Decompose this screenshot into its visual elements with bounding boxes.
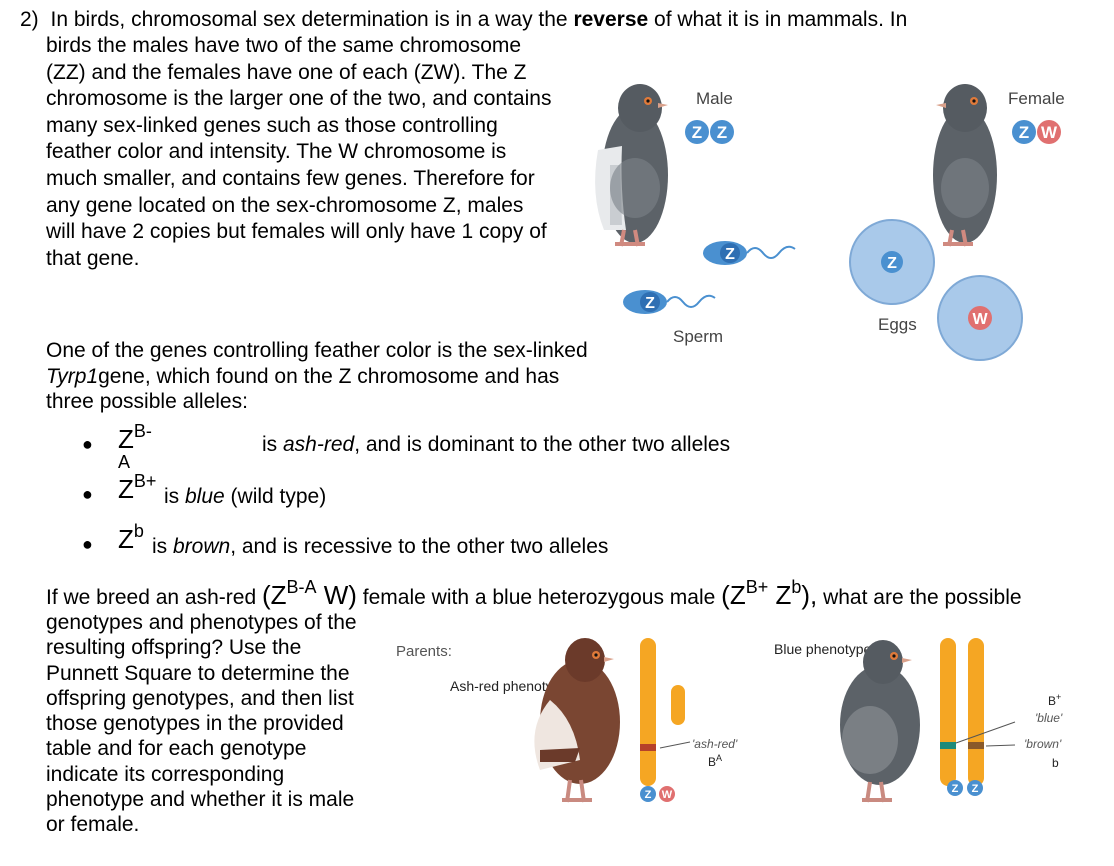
male-label: Male xyxy=(696,89,733,108)
eggs-label: Eggs xyxy=(878,315,917,334)
cross-pre: If we breed an ash-red xyxy=(46,586,262,609)
bullet-dot: ● xyxy=(82,534,93,554)
emphasis-reverse: reverse xyxy=(573,8,649,31)
allele-text: is xyxy=(262,433,283,456)
brown-band xyxy=(968,742,984,749)
ash-red-pigeon-icon xyxy=(534,638,620,803)
allele-phenotype: ash-red xyxy=(283,433,355,456)
brown-symbol: b xyxy=(1052,756,1059,770)
w-chromosome-bar xyxy=(671,685,685,725)
parents-label: Parents: xyxy=(396,643,452,660)
ash-red-band xyxy=(640,744,656,751)
gene-paragraph-post: gene, which found on the Z chromosome an… xyxy=(46,364,560,414)
cross-question-body: genotypes and phenotypes of the resultin… xyxy=(46,611,357,837)
b-plus-symbol: B+ xyxy=(1048,692,1061,708)
female-label: Female xyxy=(1008,89,1065,108)
allele-symbol: Z xyxy=(118,474,134,504)
z-chromosome-circle xyxy=(685,120,709,144)
allele-desc: , and is dominant to the other two allel… xyxy=(354,433,731,456)
egg-chrom-label: W xyxy=(972,311,988,328)
sperm-chrom-label: Z xyxy=(645,295,655,312)
cross-question-line: If we breed an ash-red (ZB-A W) female w… xyxy=(46,577,1022,611)
allele-superscript: B-A xyxy=(118,421,152,472)
gene-name: Tyrp1 xyxy=(46,364,99,388)
male-chrom-label: Z xyxy=(952,783,959,795)
allele-symbol: Z xyxy=(118,424,134,454)
cross-post: what are the possible xyxy=(817,586,1022,609)
bullet-dot: ● xyxy=(82,434,93,454)
female-genotype: (ZB-A W) xyxy=(261,577,357,610)
egg-chrom-label: Z xyxy=(887,255,897,272)
w-chromosome-circle xyxy=(1037,120,1061,144)
male-pigeon-icon xyxy=(595,84,668,247)
allele-desc: (wild type) xyxy=(224,485,327,508)
allele-pointer xyxy=(955,721,1016,744)
ash-red-allele-label: 'ash-red' xyxy=(692,737,738,751)
allele-symbol: Z xyxy=(118,524,134,554)
gene-paragraph: One of the genes controlling feather col… xyxy=(46,338,606,415)
bullet-dot: ● xyxy=(82,484,93,504)
question-first-line: 2) In birds, chromosomal sex determinati… xyxy=(20,7,907,33)
z-chromosome-circle xyxy=(967,780,983,796)
blue-pigeon-icon xyxy=(840,640,920,803)
allele-phenotype: blue xyxy=(185,485,225,508)
allele-desc: , and is recessive to the other two alle… xyxy=(230,535,609,558)
question-number: 2) xyxy=(20,8,39,31)
question-line1-pre: In birds, chromosomal sex determination … xyxy=(50,8,574,31)
z-chromosome-circle xyxy=(710,120,734,144)
question-line1-post: of what it is in mammals. In xyxy=(648,8,908,31)
allele-pointer xyxy=(659,741,691,749)
z-chromosome-bar xyxy=(968,638,984,786)
ash-red-allele-symbol: BA xyxy=(708,753,722,769)
w-chromosome-circle xyxy=(968,306,992,330)
sperm-label: Sperm xyxy=(673,327,723,346)
blue-band xyxy=(940,742,956,749)
male-chrom-label: Z xyxy=(717,123,727,142)
z-chromosome-circle xyxy=(640,786,656,802)
female-pigeon-icon xyxy=(933,84,997,247)
z-chromosome-circle xyxy=(1012,120,1036,144)
ash-red-phenotype-label: Ash-red phenotype xyxy=(450,678,569,694)
cross-mid: female with a blue heterozygous male xyxy=(356,586,722,609)
sperm-icon xyxy=(623,290,716,314)
blue-phenotype-label: Blue phenotype xyxy=(774,641,872,657)
female-chrom-label: W xyxy=(662,789,673,801)
w-chromosome-circle xyxy=(659,786,675,802)
blue-allele-label: 'blue' xyxy=(1035,711,1063,725)
allele-text: is xyxy=(152,535,173,558)
male-chrom-label: Z xyxy=(692,123,702,142)
allele-text: is xyxy=(164,485,185,508)
allele-phenotype: brown xyxy=(173,535,231,558)
female-chrom-label: Z xyxy=(1019,123,1029,142)
allele-superscript: b xyxy=(133,521,144,541)
sperm-icon xyxy=(703,241,796,265)
female-chrom-label: W xyxy=(1041,123,1058,142)
z-chromosome-circle xyxy=(881,251,903,273)
brown-allele-label: 'brown' xyxy=(1024,737,1062,751)
z-chromosome-bar xyxy=(640,638,656,786)
allele-pointer xyxy=(985,744,1016,747)
gene-paragraph-pre: One of the genes controlling feather col… xyxy=(46,339,588,362)
female-chrom-label: Z xyxy=(645,789,652,801)
allele-superscript: B+ xyxy=(133,471,157,491)
z-chromosome-bar xyxy=(940,638,956,786)
sperm-chrom-label: Z xyxy=(725,246,735,263)
male-chrom-label: Z xyxy=(972,783,979,795)
sex-determination-figure: Male Z Z Female Z W Z Z Sperm Z W Eggs xyxy=(595,84,1065,361)
parents-chromosome-figure: Parents: Ash-red phenotype 'ash-red' BA … xyxy=(396,638,1063,803)
z-chromosome-circle xyxy=(947,780,963,796)
male-genotype: (ZB+ Zb), xyxy=(721,577,818,610)
question-body: birds the males have two of the same chr… xyxy=(46,34,552,270)
